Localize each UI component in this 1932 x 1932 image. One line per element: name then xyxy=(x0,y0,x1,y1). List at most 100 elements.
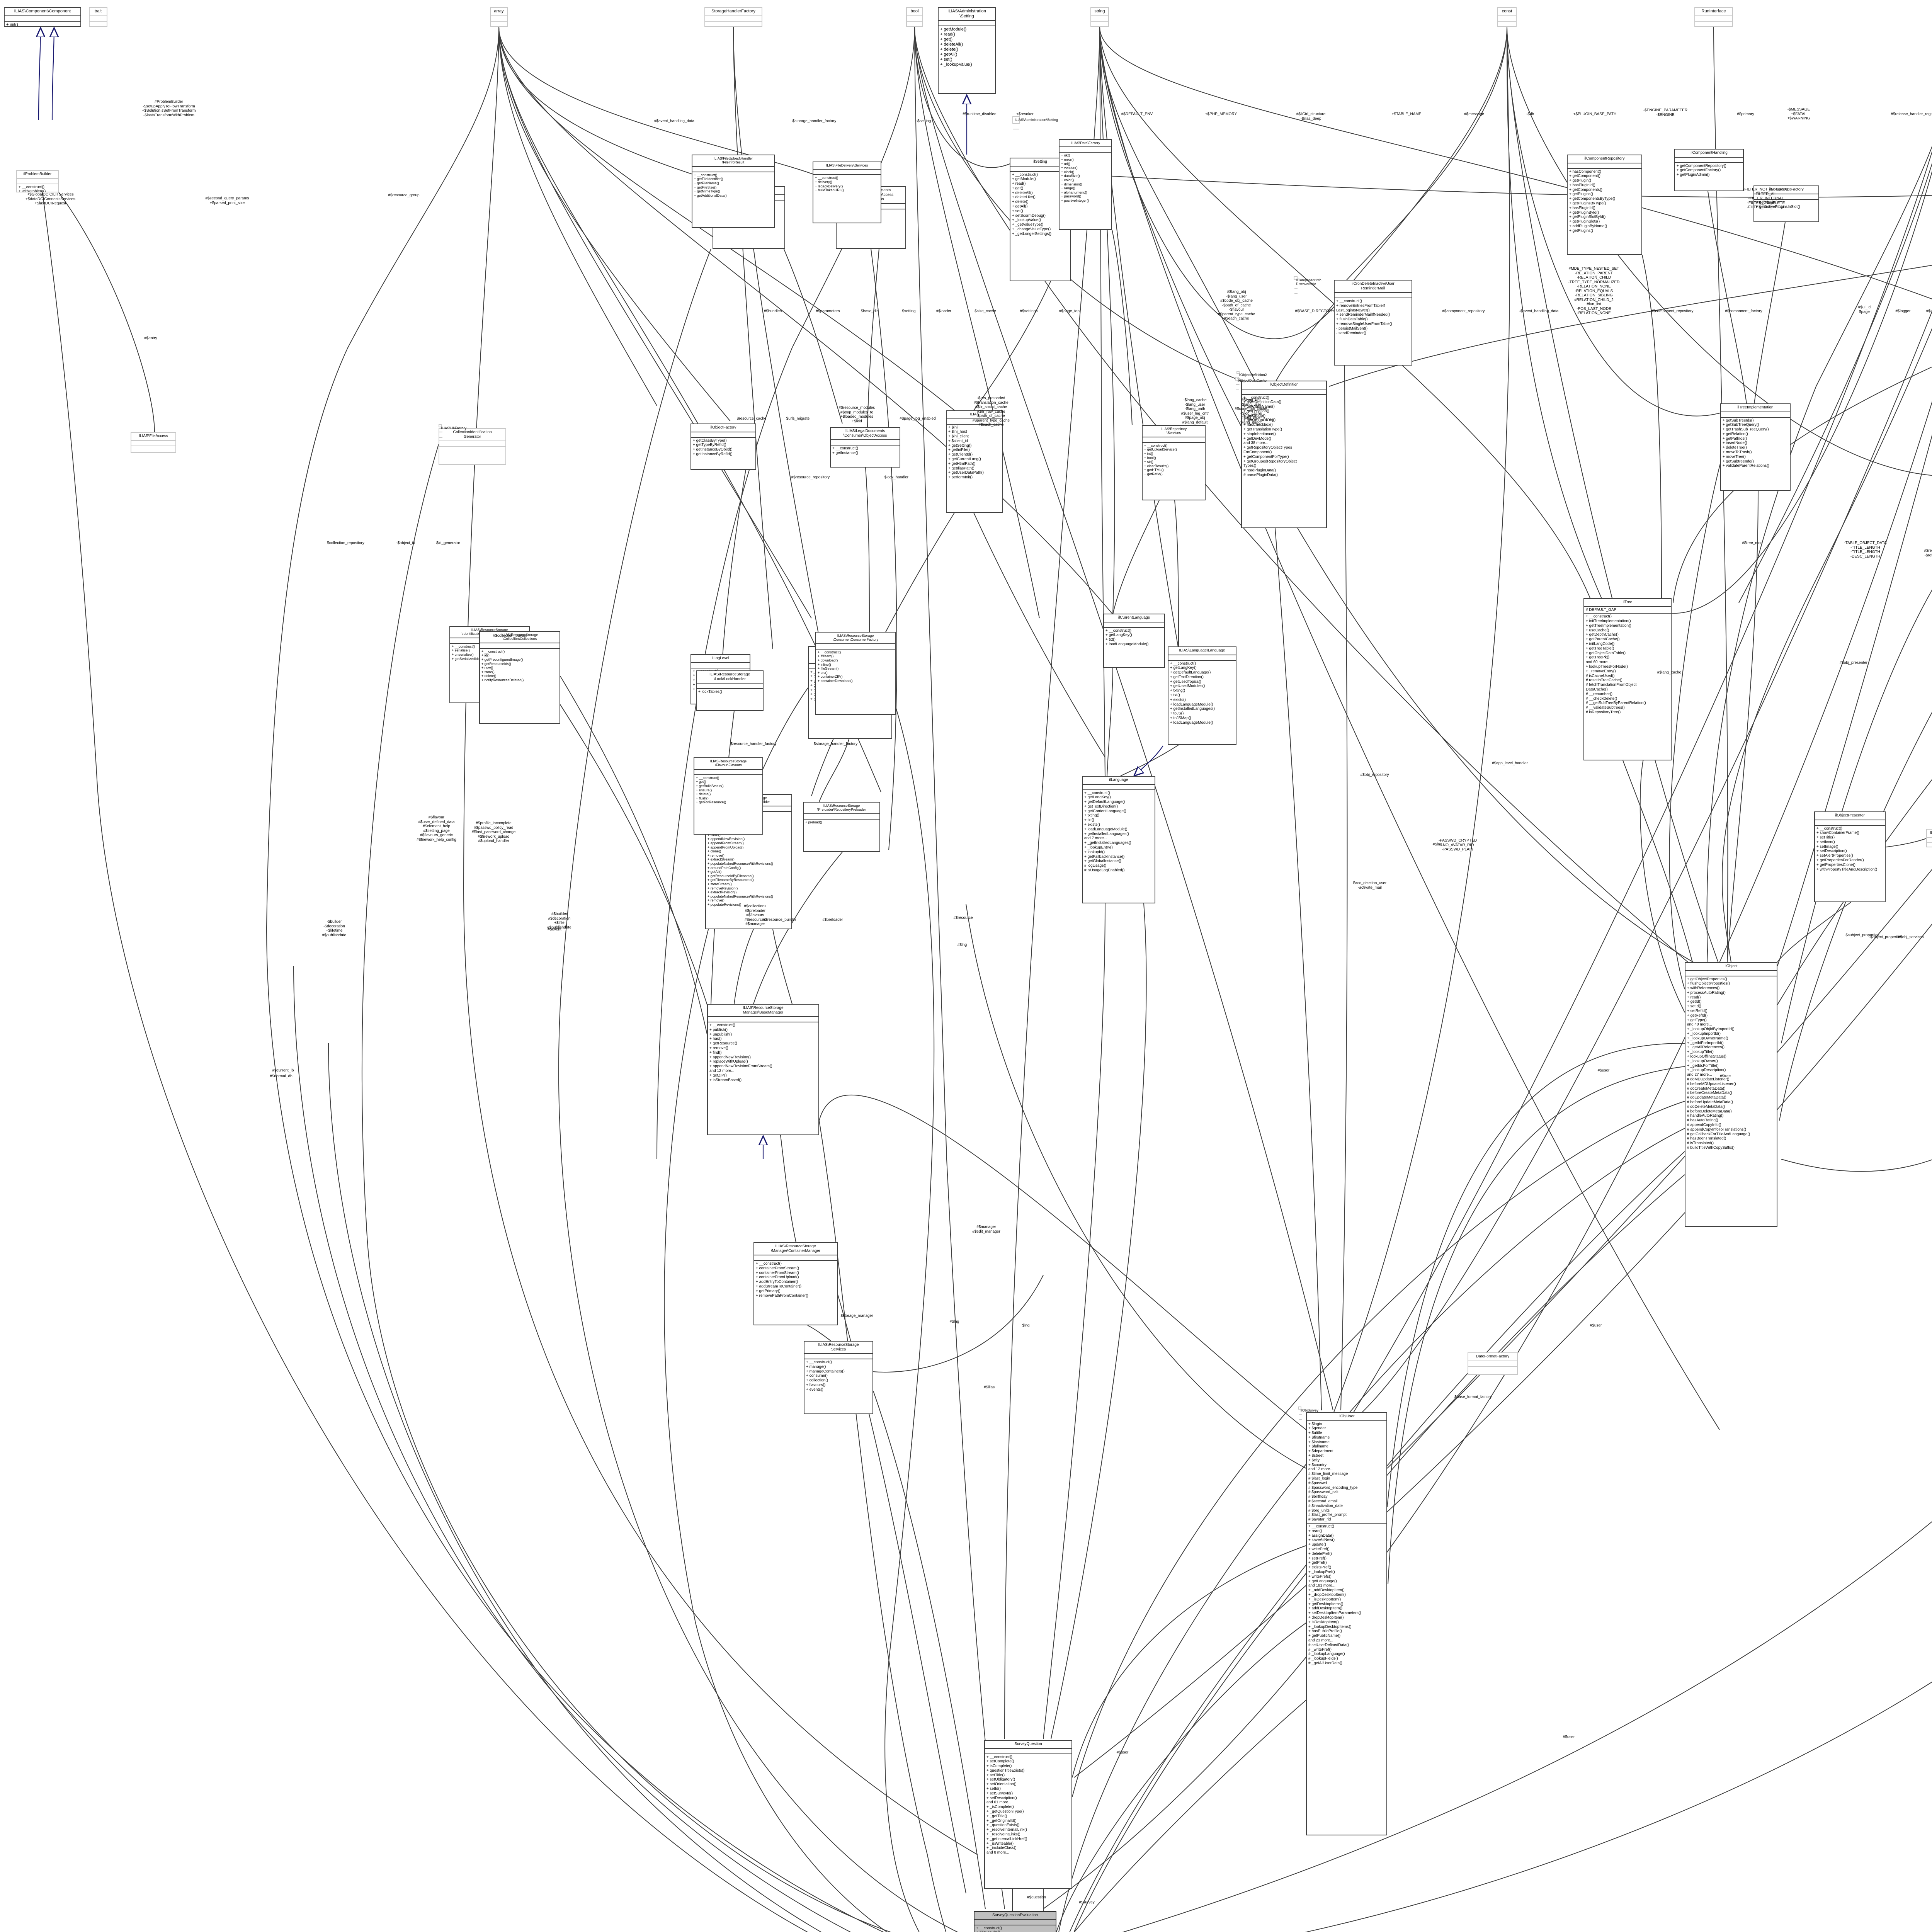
uml-class-title: ilObjectDefinition2 xyxy=(1237,372,1267,379)
uml-class-node[interactable]: ilComponentHandling+ getComponentReposit… xyxy=(1674,149,1744,191)
uml-class-node[interactable]: SurveyQuestion+ __construct() + setCompl… xyxy=(984,1740,1072,1889)
uml-class-node[interactable]: ILIAS\ResourceStorage \Lock\LockHandler+… xyxy=(696,670,764,711)
uml-class-title: ilObjectPresenter xyxy=(1815,812,1885,820)
uml-class-node[interactable]: DateFormatFactory xyxy=(1468,1352,1518,1375)
uml-class-node[interactable]: ILIAS\Data\Factory+ ok() + error() + uri… xyxy=(1059,139,1112,230)
uml-class-operations xyxy=(1927,843,1932,847)
edge-label: -$MESSAGE +$FATAL +$WARNING xyxy=(1787,107,1810,121)
uml-class-operations: + hasComponent() + getComponent() + getP… xyxy=(1569,169,1616,233)
uml-class-attributes xyxy=(804,814,879,820)
uml-class-operations: + __construct() + getInstance() xyxy=(832,446,858,455)
uml-class-node[interactable]: ILIAS\ResourceStorage \Flavour\Flavours+… xyxy=(694,757,763,835)
uml-class-operations: + __construct() + id() + getPreconfigure… xyxy=(481,649,524,682)
edge-label: #$resource_group xyxy=(388,193,420,197)
uml-class-node[interactable]: ILIAS\Language\Language+ __construct() +… xyxy=(1168,646,1236,745)
uml-class-attributes xyxy=(1013,124,1019,130)
edge-label: $storage_handler_factory xyxy=(792,119,837,123)
edge-label: $resource_handler_factory xyxy=(730,742,777,746)
uml-class-node[interactable]: trait xyxy=(89,7,107,27)
uml-class-node[interactable]: bool xyxy=(906,7,923,27)
uml-class-node[interactable]: ILIASReference xyxy=(1926,829,1932,847)
uml-class-node[interactable]: CollectionIdentification Generator xyxy=(439,428,506,465)
edge-label: #$session xyxy=(1926,309,1932,313)
edge-label: #$normal_db xyxy=(270,1074,293,1078)
edge-label: #$obj_repository xyxy=(1360,773,1389,777)
uml-class-operations xyxy=(491,22,507,26)
uml-class-operations: + getModule() + read() + get() + deleteA… xyxy=(940,27,972,67)
uml-class-node[interactable]: ILIAS\Component\Component+ init() xyxy=(4,7,81,27)
edge-label: $subject_properties xyxy=(1845,933,1879,937)
uml-class-node[interactable]: ILIAS\FileUpload\Handler \FileInfoResult… xyxy=(692,155,775,228)
uml-class-node[interactable]: ILIAS\ResourceStorage \Collection\Collec… xyxy=(479,631,560,724)
uml-class-node[interactable]: array xyxy=(490,7,508,27)
edge-label: #$x_unsigned_cache $_set_cache #$assigne… xyxy=(1920,189,1932,203)
uml-class-node[interactable]: ILIAS\UI\Factory xyxy=(439,424,466,438)
uml-class-title: ILIAS\FileDelivery\Services xyxy=(813,162,881,170)
uml-class-node[interactable]: SurveyQuestionEvaluation+ __construct() … xyxy=(974,1911,1056,1932)
uml-class-attributes xyxy=(1242,389,1326,395)
edge-label: -$object_id xyxy=(396,541,415,545)
uml-class-node[interactable]: ilObjUser+ $login + $gender + $utitle + … xyxy=(1306,1412,1387,1835)
uml-class-node[interactable]: ILIAS\Repository \Services+ __construct(… xyxy=(1142,425,1206,500)
uml-class-node[interactable]: ilTree# DEFAULT_GAP+ __construct() + ini… xyxy=(1583,598,1672,760)
edge-label: #$BASE_DIRECTORY xyxy=(1295,309,1335,313)
uml-class-node[interactable]: ILIAS\ResourceStorage \Consumer\Consumer… xyxy=(815,632,896,715)
uml-class-node[interactable]: StorageHandlerFactory xyxy=(704,7,762,27)
uml-class-node[interactable]: ilObjectFactory+ getClassByType() + getT… xyxy=(690,423,756,470)
uml-class-operations xyxy=(1299,1420,1302,1422)
uml-class-operations: + __construct() + read() + assignData() … xyxy=(1308,1524,1361,1665)
uml-class-node[interactable]: ilLanguage+ __construct() + getLangKey()… xyxy=(1082,776,1155,903)
uml-class-title: ILIAS\ResourceStorage Services xyxy=(804,1342,872,1354)
uml-class-node[interactable]: ILIAS\ResourceStorage Manager\BaseManage… xyxy=(707,1004,819,1135)
uml-class-node[interactable]: ILIAS\Administration\Setting xyxy=(1012,116,1058,130)
edge-label: #$entry xyxy=(144,336,157,340)
uml-class-node[interactable]: ilCurrentLanguage+ __construct() + getLa… xyxy=(1103,614,1165,668)
uml-class-title: ilCurrentLanguage xyxy=(1104,614,1164,622)
uml-class-node[interactable]: ILIAS\LegalDocuments \Consumer\ObjectAcc… xyxy=(830,427,900,468)
uml-class-node[interactable]: RunInterface xyxy=(1694,7,1733,27)
edge-label: #$user xyxy=(1597,1068,1610,1073)
uml-class-attributes xyxy=(691,663,750,668)
uml-class-node[interactable]: ILIAS\FileDelivery\Services+ __construct… xyxy=(813,162,881,223)
uml-class-title: StorageHandlerFactory xyxy=(705,8,762,16)
uml-class-node[interactable]: ilComponentRepository+ hasComponent() + … xyxy=(1567,155,1642,255)
uml-class-operations: + __construct() + containerFromStream() … xyxy=(756,1262,808,1298)
uml-class-node[interactable]: const xyxy=(1497,7,1517,27)
uml-class-operations: + __construct() + getUploadService() + i… xyxy=(1144,443,1177,476)
uml-class-title: ILIAS\ResourceStorage \Lock\LockHandler xyxy=(697,671,763,684)
uml-class-attributes xyxy=(1091,16,1108,22)
edge-label: $base_format_factory xyxy=(1454,1395,1492,1399)
uml-class-node[interactable]: ilComponentInfo Discoverable+ __construc… xyxy=(1294,276,1321,296)
uml-class-node[interactable]: ILIAS\ResourceStorage \Preloader\Reposit… xyxy=(803,802,880,852)
uml-class-node[interactable]: ILIAS\ResourceStorage Services+ __constr… xyxy=(804,1341,873,1414)
edge-label: -FILTER_NOT_INTERNAL -FILTER_ALL -FILTER… xyxy=(1743,187,1789,209)
uml-class-node[interactable]: ilTreeImplementation+ getSubTreeIds() + … xyxy=(1720,403,1791,491)
uml-class-node[interactable]: ilProblemBuilder+ __construct() + withPr… xyxy=(16,170,59,192)
uml-class-attributes xyxy=(708,1017,818,1022)
uml-class-node[interactable]: ILIAS\ResourceStorage \Manager\Container… xyxy=(753,1242,838,1325)
uml-class-title: string xyxy=(1091,8,1108,16)
edge-label: $storage_manager xyxy=(840,1314,873,1318)
edge-label: -$builder -$decoration +$lifetime #$publ… xyxy=(322,920,347,937)
uml-class-title: ilTree xyxy=(1584,599,1671,607)
uml-class-title: ilProblemBuilder xyxy=(17,171,58,179)
uml-class-node[interactable]: string xyxy=(1090,7,1109,27)
edge-label: #$settings xyxy=(1020,309,1038,313)
uml-class-title: ilObjSurvey xyxy=(1299,1407,1318,1415)
uml-class-node[interactable]: ILIAS\Administration \Setting+ getModule… xyxy=(938,7,996,94)
edge-label: #$page_top xyxy=(1059,309,1080,313)
uml-class-node[interactable]: ilCronDeleteInactiveUser ReminderMail+ _… xyxy=(1334,280,1412,366)
uml-class-node[interactable]: ilObject+ getObjectProperties() + flushO… xyxy=(1685,962,1777,1227)
edge-label: -TABLE_OBJECT_DATA -TITLE_LENGTH -TITLE_… xyxy=(1844,541,1887,559)
uml-class-node[interactable]: ilObjSurvey xyxy=(1298,1406,1318,1420)
uml-class-node[interactable]: ilObjectPresenter+ __construct() + showC… xyxy=(1814,811,1886,902)
edge-label: +$TABLE_NAME xyxy=(1391,112,1422,116)
uml-class-node[interactable]: ILIAS\FileAccess xyxy=(131,432,176,453)
edge-label: #MDE_TYPE_NESTED_SET -RELATION_PARENT -R… xyxy=(1568,267,1620,315)
uml-class-node[interactable]: ilObjectDefinition2 xyxy=(1236,371,1267,385)
uml-class-attributes xyxy=(705,16,762,22)
uml-class-operations xyxy=(439,447,505,464)
edge-label: -$db xyxy=(1526,112,1534,116)
uml-class-title: ilLogLevel xyxy=(691,655,750,663)
uml-class-title: ILIAS\UI\Factory xyxy=(439,425,466,433)
